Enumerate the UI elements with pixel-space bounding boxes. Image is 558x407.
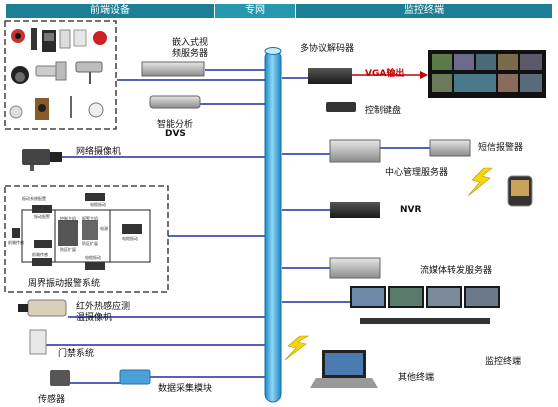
perimeter-label-8: 电源 [100,226,108,231]
label-sms-alarm: 短信报警器 [478,143,524,153]
video-wall [428,50,546,98]
label-infrared-camera: 红外热感应测 温摄像机 [76,302,131,323]
perimeter-label-9: 前端传感 [8,240,24,245]
embedded-video-server-device [141,61,205,77]
label-network-camera: 网络摄像机 [76,147,122,157]
perimeter-label-11: 电缆振动 [85,255,101,260]
perimeter-label-2: 振动报警 [34,214,50,219]
control-keyboard-device [326,102,356,112]
perimeter-label-10: 电缆振动 [122,236,138,241]
data-acquisition-device [119,369,151,385]
header-frontend: 前端设备 [6,4,214,18]
decoder-device [308,68,352,84]
sensor-device [50,370,70,386]
label-dvs: DVS [165,129,186,139]
label-access-control: 门禁系统 [58,349,95,359]
wireless-bolt-terminal [284,335,310,361]
frontend-devices-box [4,20,117,130]
label-central-server: 中心管理服务器 [385,168,449,178]
vga-arrowhead [420,71,428,79]
label-smart-analysis: 智能分析 [157,120,194,130]
label-other-terminal: 其他终端 [398,373,435,383]
perimeter-label-1: 振动系统配置 [22,196,46,201]
header-monitor: 监控终端 [296,4,552,18]
label-sensor: 传感器 [38,395,66,405]
label-vga-output: VGA输出 [365,69,405,79]
label-embedded-video-server: 嵌入式视 频服务器 [172,38,209,59]
access-control-device [29,329,47,355]
label-perimeter-alarm: 周界振动报警系统 [28,279,101,289]
wireless-bolt-sms [467,167,493,197]
perimeter-label-6: 防区扩展 [60,247,76,252]
infrared-camera-device [18,299,67,317]
label-streaming-server: 流媒体转发服务器 [420,266,493,276]
label-nvr: NVR [400,205,422,215]
perimeter-box [4,185,169,293]
label-multi-decoder: 多协议解码器 [300,44,355,54]
central-server-device [329,139,381,163]
perimeter-label-7: 防区扩展 [82,241,98,246]
label-control-keyboard: 控制键盘 [365,106,402,116]
nvr-device [330,202,380,218]
network-backbone [264,49,282,403]
network-camera-device [22,149,62,171]
sms-alarm-device [429,139,471,157]
frontend-device-icons [9,28,107,120]
dvs-device [149,95,201,109]
label-data-acquisition: 数据采集模块 [158,384,213,394]
streaming-server-device [329,257,381,279]
perimeter-label-3: 电缆振动 [90,202,106,207]
monitor-terminal-screens [350,286,500,324]
laptop-device [310,350,378,388]
header-network: 专网 [215,4,295,18]
perimeter-label-5: 报警主机 [82,216,98,221]
perimeter-label-12: 前端传感 [32,252,48,257]
label-monitor-terminal: 监控终端 [485,357,522,367]
perimeter-label-4: 控制主机 [60,216,76,221]
